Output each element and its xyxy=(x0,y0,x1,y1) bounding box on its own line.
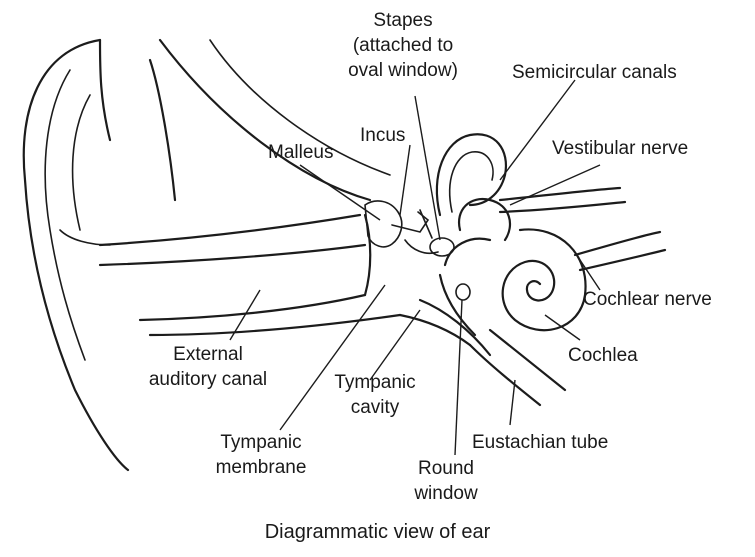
vestibular-nerve-label: Vestibular nerve xyxy=(552,136,688,161)
malleus-label: Malleus xyxy=(268,140,333,165)
round-window-label: Round window xyxy=(396,456,496,506)
tympanic-membrane-label: Tympanic membrane xyxy=(196,430,326,480)
diagram-caption: Diagrammatic view of ear xyxy=(0,520,755,545)
tympanic-membrane-line-1: Tympanic xyxy=(196,430,326,455)
tympanic-cavity-label: Tympanic cavity xyxy=(320,370,430,420)
external-auditory-canal-shape xyxy=(100,215,400,335)
cochlear-nerve-label: Cochlear nerve xyxy=(583,287,712,312)
eustachian-tube-shape xyxy=(470,330,565,405)
cochlea-label: Cochlea xyxy=(568,343,638,368)
stapes-line-3: oval window) xyxy=(318,58,488,83)
external-auditory-canal-label: External auditory canal xyxy=(108,342,308,392)
external-auditory-canal-line-2: auditory canal xyxy=(108,367,308,392)
stapes-line-1: Stapes xyxy=(318,8,488,33)
ossicles xyxy=(365,201,454,256)
stapes-line-2: (attached to xyxy=(318,33,488,58)
semicircular-canals-label: Semicircular canals xyxy=(512,60,677,85)
tympanic-membrane-line-2: membrane xyxy=(196,455,326,480)
tympanic-cavity-line-2: cavity xyxy=(320,395,430,420)
eustachian-tube-label: Eustachian tube xyxy=(472,430,608,455)
tympanic-region xyxy=(365,215,490,355)
tympanic-cavity-line-1: Tympanic xyxy=(320,370,430,395)
round-window-line-1: Round xyxy=(396,456,496,481)
round-window-line-2: window xyxy=(396,481,496,506)
stapes-label: Stapes (attached to oval window) xyxy=(318,8,488,83)
incus-label: Incus xyxy=(360,123,405,148)
external-auditory-canal-line-1: External xyxy=(108,342,308,367)
